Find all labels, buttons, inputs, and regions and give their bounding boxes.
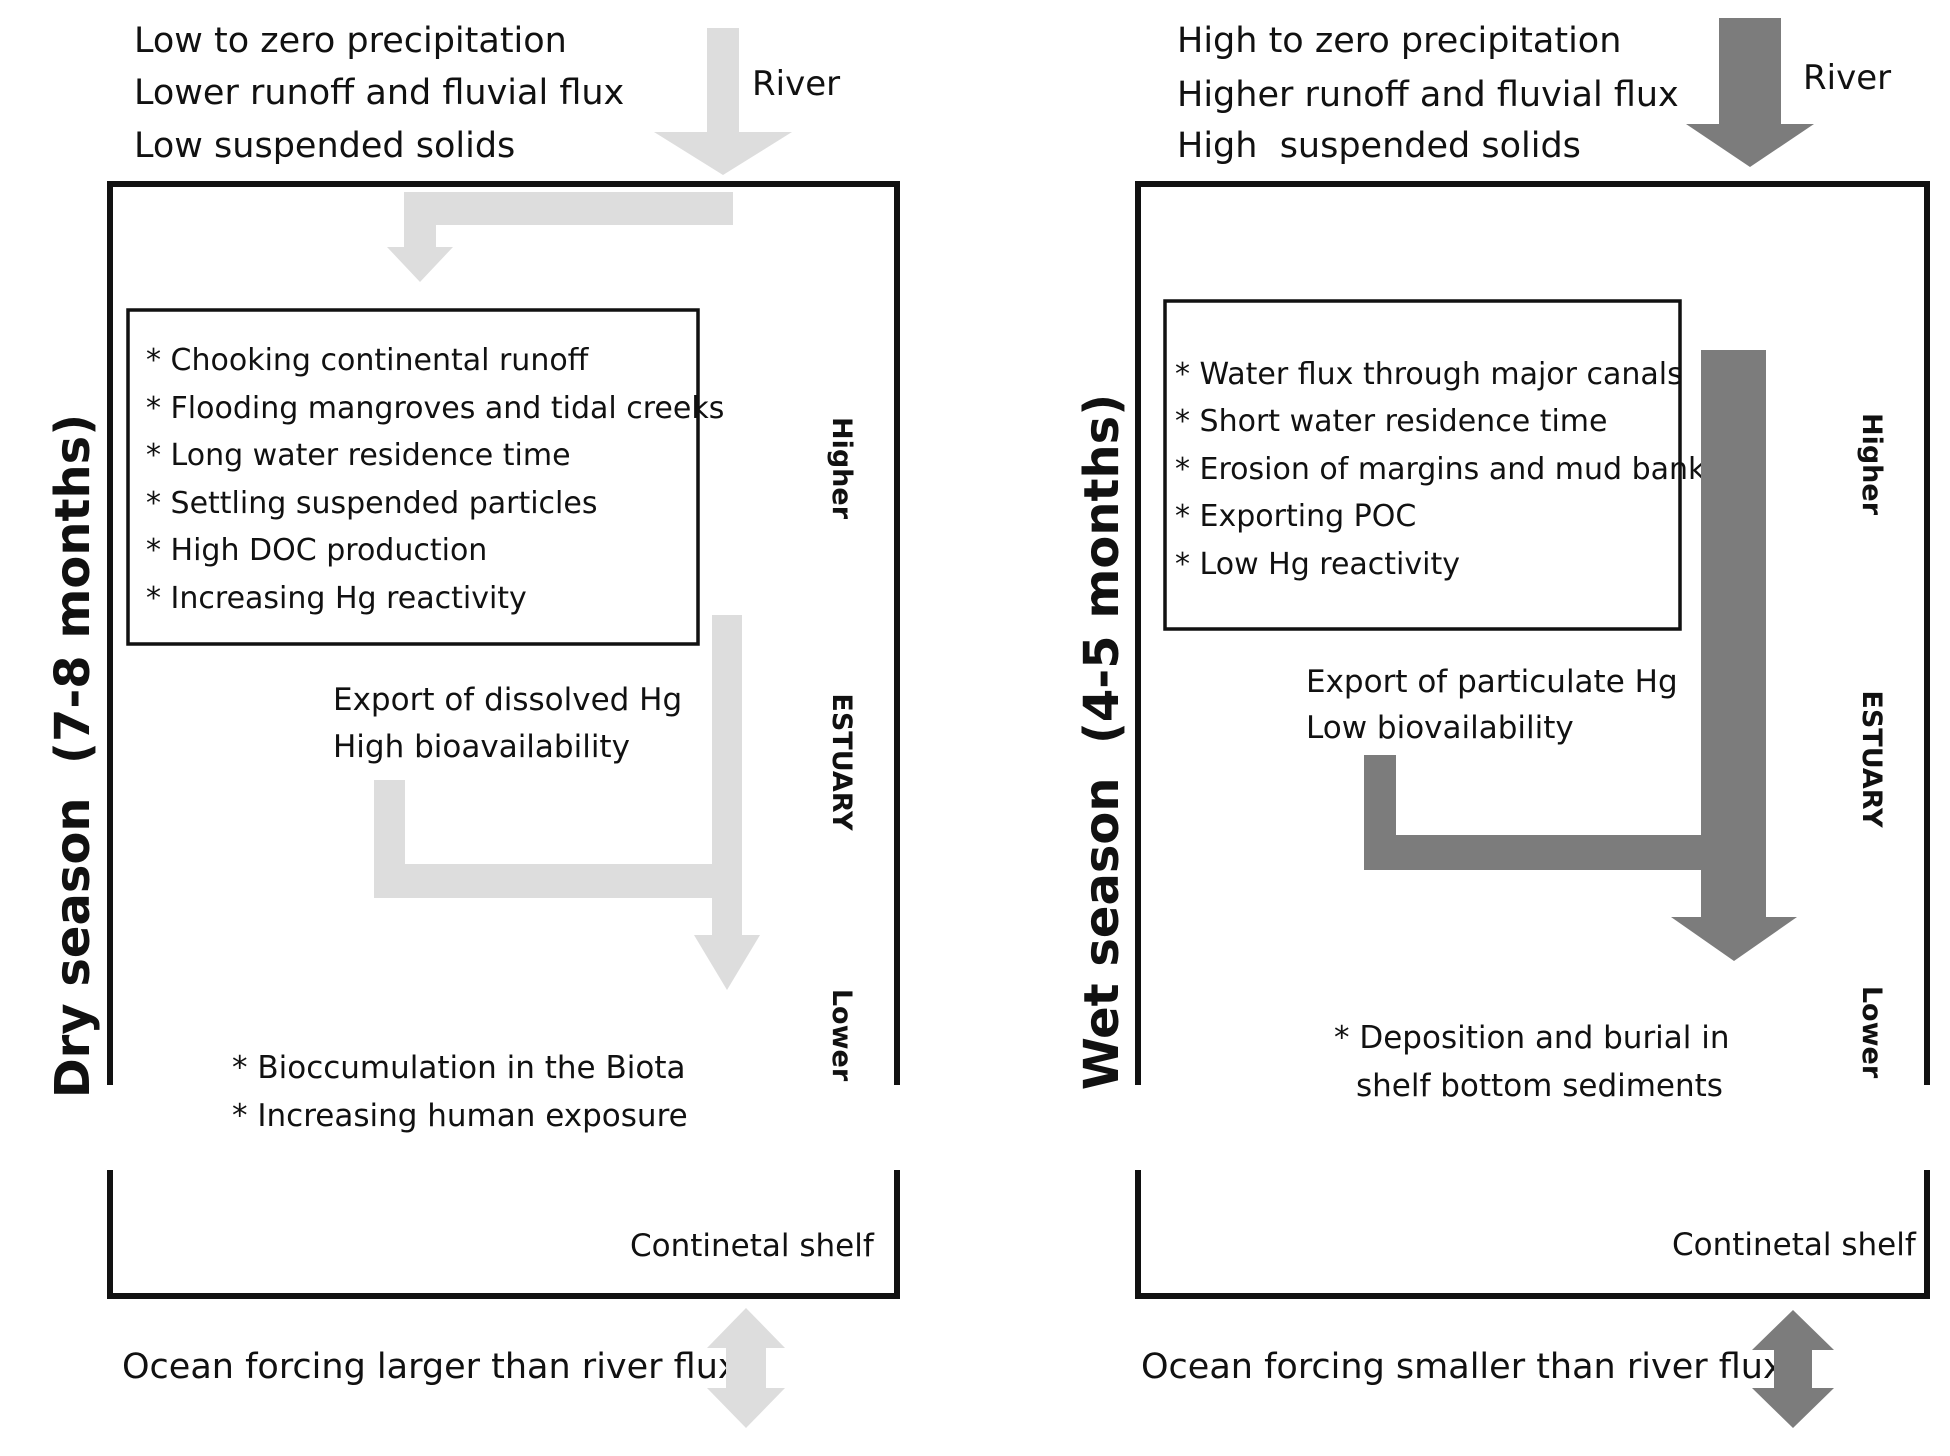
dry-processes-box	[126, 308, 700, 646]
wet-river-inflow-arrow	[1686, 18, 1814, 167]
wet-ocean-exchange-arrow	[1752, 1310, 1834, 1428]
dry-inflow-to-box-arrow	[387, 192, 733, 282]
dry-header-line-1: Low to zero precipitation	[134, 21, 567, 61]
dry-process-1: * Chooking continental runoff	[146, 343, 590, 378]
dry-header-line-2: Lower runoff and fluvial flux	[134, 73, 624, 113]
wet-estuary-frame	[1135, 181, 1930, 1299]
dry-export-flow-arrow	[374, 615, 760, 990]
dry-ocean-exchange-arrow	[707, 1308, 785, 1428]
dry-river-label: River	[752, 64, 840, 104]
wet-season-label: Wet season (4-5 months)	[1074, 394, 1130, 1090]
dry-process-5: * High DOC production	[146, 533, 487, 568]
dry-effect-2: * Increasing human exposure	[232, 1098, 688, 1134]
wet-header-line-3: High suspended solids	[1177, 126, 1581, 166]
dry-gradient-estuary: ESTUARY	[826, 693, 857, 831]
dry-season-panel: Low to zero precipitation Lower runoff a…	[45, 21, 900, 1428]
dry-river-inflow-arrow	[654, 28, 792, 175]
wet-effect-1: * Deposition and burial in	[1334, 1020, 1730, 1056]
dry-export-line-2: High bioavailability	[333, 729, 630, 765]
dry-effect-1: * Bioccumulation in the Biota	[232, 1050, 685, 1086]
wet-process-5: * Low Hg reactivity	[1175, 547, 1460, 582]
dry-process-4: * Settling suspended particles	[146, 486, 597, 521]
wet-ocean-forcing-label: Ocean forcing smaller than river flux	[1141, 1347, 1784, 1387]
dry-process-6: * Increasing Hg reactivity	[146, 581, 527, 616]
wet-season-panel: High to zero precipitation Higher runoff…	[1074, 18, 1930, 1428]
dry-season-label: Dry season (7-8 months)	[45, 414, 101, 1098]
wet-processes-box	[1163, 299, 1682, 631]
wet-process-3: * Erosion of margins and mud banks	[1175, 452, 1721, 487]
dry-process-2: * Flooding mangroves and tidal creeks	[146, 391, 724, 426]
wet-gradient-lower: Lower	[1856, 986, 1887, 1079]
wet-export-line-1: Export of particulate Hg	[1306, 664, 1678, 700]
wet-header-line-2: Higher runoff and fluvial flux	[1177, 75, 1679, 115]
wet-process-2: * Short water residence time	[1175, 404, 1607, 439]
wet-effect-2: shelf bottom sediments	[1356, 1068, 1723, 1104]
wet-process-4: * Exporting POC	[1175, 499, 1416, 534]
dry-process-3: * Long water residence time	[146, 438, 571, 473]
dry-ocean-forcing-label: Ocean forcing larger than river flux	[122, 1347, 739, 1387]
wet-header-line-1: High to zero precipitation	[1177, 21, 1621, 61]
wet-main-flow-arrow	[1364, 350, 1797, 961]
wet-process-1: * Water flux through major canals	[1175, 357, 1683, 392]
dry-estuary-frame	[107, 181, 900, 1299]
wet-gradient-higher: Higher	[1856, 413, 1887, 516]
dry-export-line-1: Export of dissolved Hg	[333, 682, 682, 718]
dry-gradient-higher: Higher	[826, 417, 857, 520]
wet-shelf-label: Continetal shelf	[1672, 1227, 1917, 1263]
wet-gradient-estuary: ESTUARY	[1856, 690, 1887, 828]
dry-header-line-3: Low suspended solids	[134, 126, 515, 166]
wet-river-label: River	[1803, 58, 1891, 98]
dry-shelf-label: Continetal shelf	[630, 1228, 875, 1264]
dry-gradient-lower: Lower	[826, 989, 857, 1082]
wet-export-line-2: Low biovailability	[1306, 710, 1574, 746]
